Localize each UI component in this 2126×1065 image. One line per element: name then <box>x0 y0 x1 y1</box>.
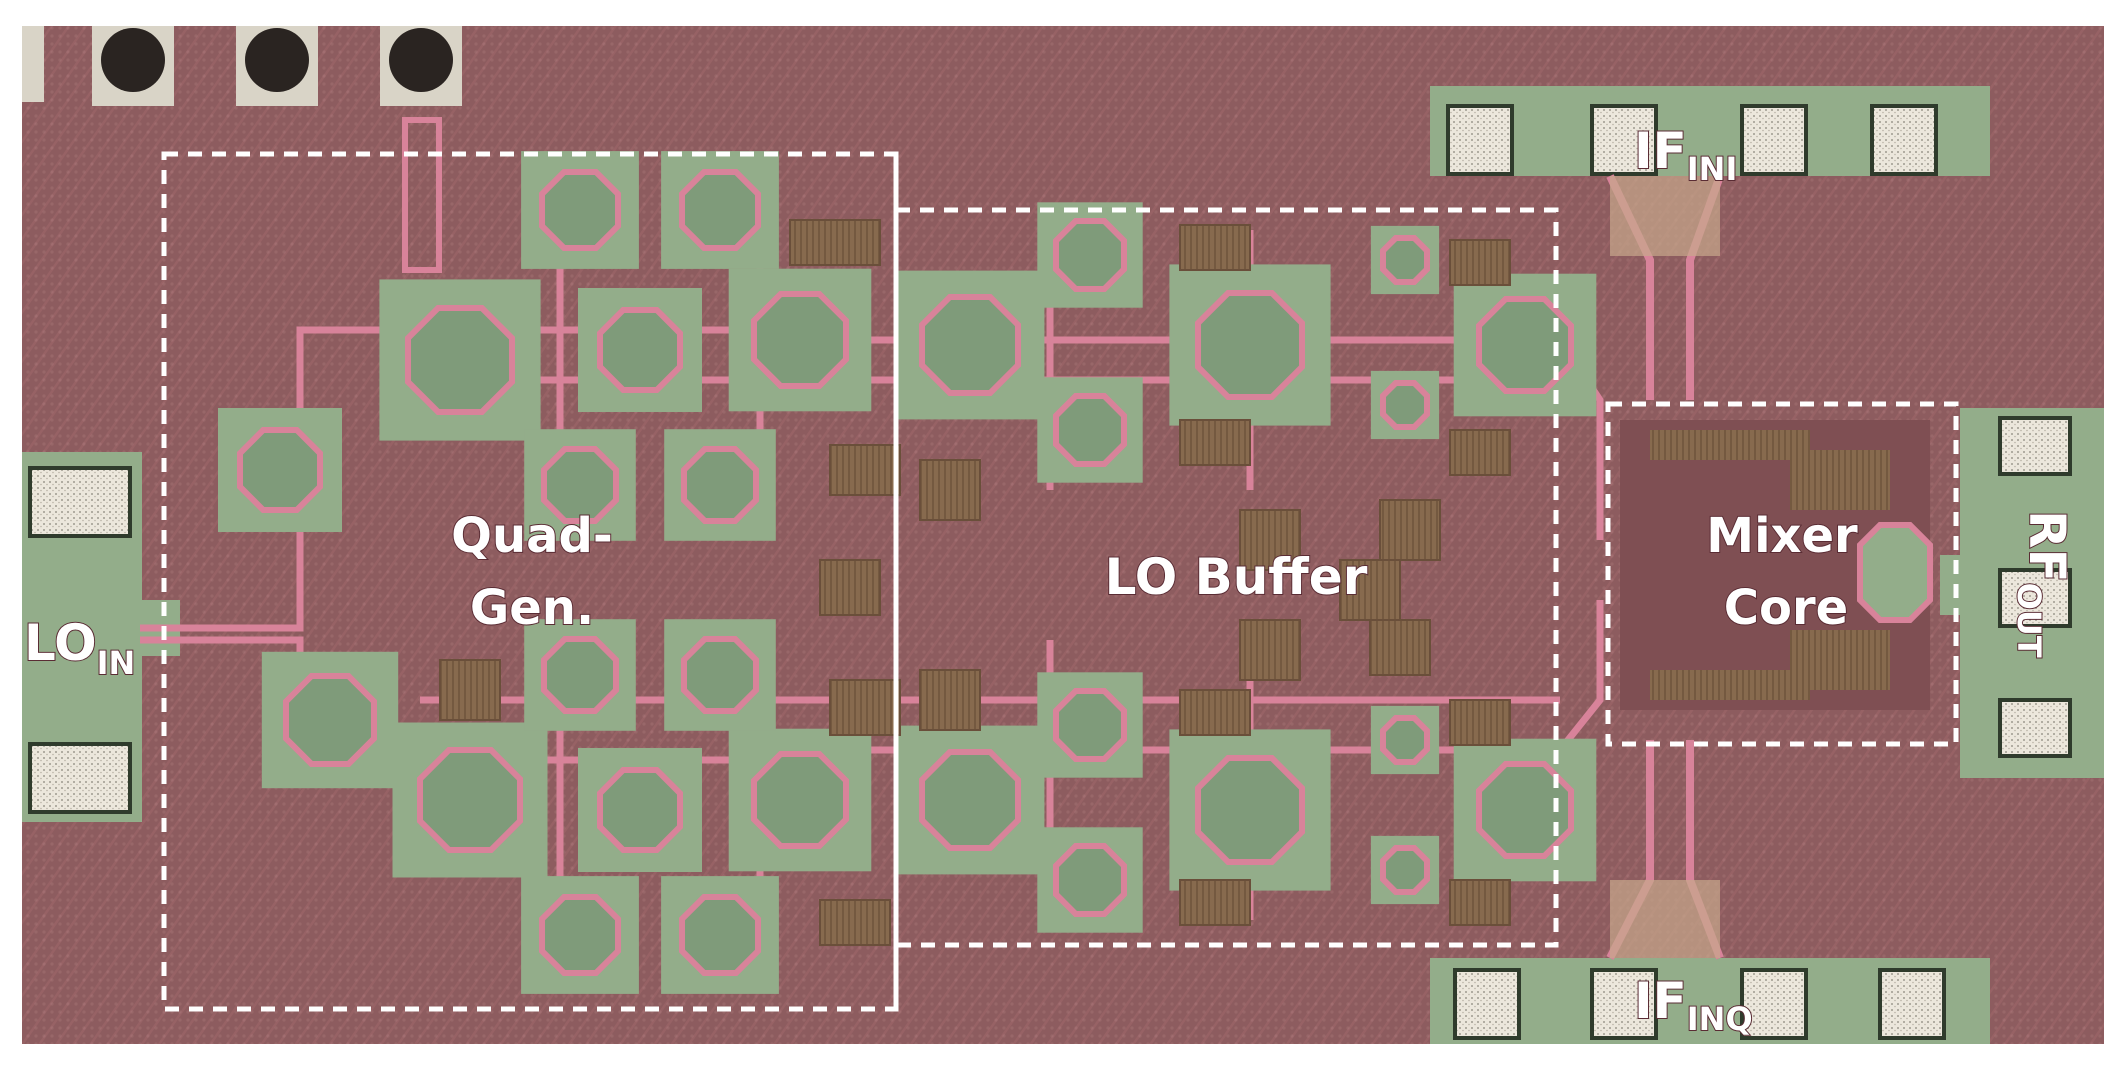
inductor-coil <box>681 636 759 714</box>
inductor-coil <box>919 749 1021 851</box>
inductor-coil <box>1380 380 1430 430</box>
capacitor <box>1179 419 1251 466</box>
inductor-coil <box>1380 715 1430 765</box>
inductor-coil <box>1380 845 1430 895</box>
capacitor <box>829 444 901 496</box>
capacitor <box>789 219 881 266</box>
inductor-coil <box>681 446 759 524</box>
capacitor <box>1239 619 1301 681</box>
capacitor <box>1449 429 1511 476</box>
mixer-core-layout <box>1620 420 1933 710</box>
inductor-coil <box>539 894 621 976</box>
capacitor <box>829 679 901 736</box>
inductor-coil <box>1195 290 1305 400</box>
inductors <box>218 151 1597 994</box>
capacitor <box>1379 499 1441 561</box>
inductor-coil <box>597 307 683 393</box>
capacitor <box>1449 239 1511 286</box>
inductor-coil <box>283 673 377 767</box>
quad-gen-label-line2: Gen. <box>470 580 594 636</box>
rf-out-pads <box>1940 408 2104 778</box>
inductor-coil <box>1380 235 1430 285</box>
inductor-coil <box>1053 843 1127 917</box>
mixer-core-label-line2: Core <box>1724 580 1848 636</box>
capacitors <box>439 219 1511 946</box>
lo-buffer-label: LO Buffer <box>1105 548 1368 606</box>
inductor-coil <box>751 291 849 389</box>
inductor-coil <box>679 894 761 976</box>
capacitor <box>919 669 981 731</box>
lo-in-pads <box>22 452 180 822</box>
inductor-coil <box>1053 688 1127 762</box>
inductor-coil <box>1195 755 1305 865</box>
inductor-coil <box>237 427 323 513</box>
inductor-coil <box>541 636 619 714</box>
if-ini-pads <box>1430 86 1990 400</box>
if-ini-label: IFINI <box>1634 122 1737 188</box>
capacitor <box>1239 509 1301 571</box>
capacitor <box>1449 879 1511 926</box>
capacitor <box>1179 689 1251 736</box>
inductor-coil <box>539 169 621 251</box>
mixer-core-label-line1: Mixer <box>1706 508 1858 564</box>
capacitor <box>1179 879 1251 926</box>
capacitor <box>1369 619 1431 676</box>
capacitor <box>819 559 881 616</box>
inductor-coil <box>1476 296 1574 394</box>
mixer-core-box <box>1605 401 1959 747</box>
if-inq-pads <box>1430 740 1990 1044</box>
inductor-coil <box>597 767 683 853</box>
capacitor <box>819 899 891 946</box>
inductor-coil <box>405 305 515 415</box>
capacitor <box>1179 224 1251 271</box>
inductor-coil <box>1053 218 1127 292</box>
quad-gen-label-line1: Quad- <box>451 508 613 564</box>
capacitor <box>1449 699 1511 746</box>
rf-out-label: RFOUT <box>2010 510 2076 658</box>
inductor-coil <box>679 169 761 251</box>
inductor-coil <box>417 747 523 853</box>
inductor-coil <box>919 294 1021 396</box>
lo-in-label: LOIN <box>24 614 135 682</box>
inductor-coil <box>1476 761 1574 859</box>
inductor-coil <box>751 751 849 849</box>
inductor-coil <box>541 446 619 524</box>
top-left-pads <box>22 26 462 273</box>
capacitor <box>439 659 501 721</box>
capacitor <box>919 459 981 521</box>
inductor-coil <box>1053 393 1127 467</box>
if-inq-label: IFINQ <box>1634 972 1753 1038</box>
